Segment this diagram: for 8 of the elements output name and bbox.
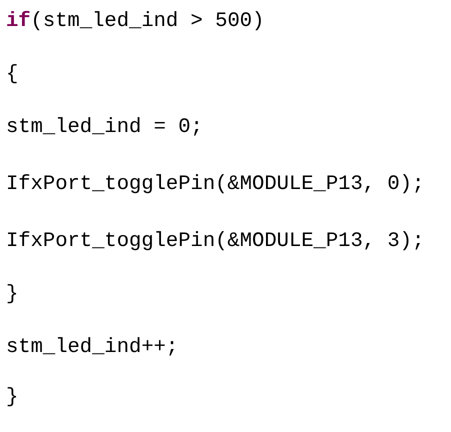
code-line: stm_led_ind++; <box>6 336 178 360</box>
code-line: stm_led_ind = 0; <box>6 116 203 140</box>
code-line: } <box>6 386 18 410</box>
code-line: IfxPort_togglePin(&MODULE_P13, 3); <box>6 230 424 254</box>
code-line: } <box>6 283 18 307</box>
code-line: { <box>6 63 18 87</box>
code-line: if(stm_led_ind > 500) <box>6 10 264 34</box>
code-line: IfxPort_togglePin(&MODULE_P13, 0); <box>6 173 424 197</box>
